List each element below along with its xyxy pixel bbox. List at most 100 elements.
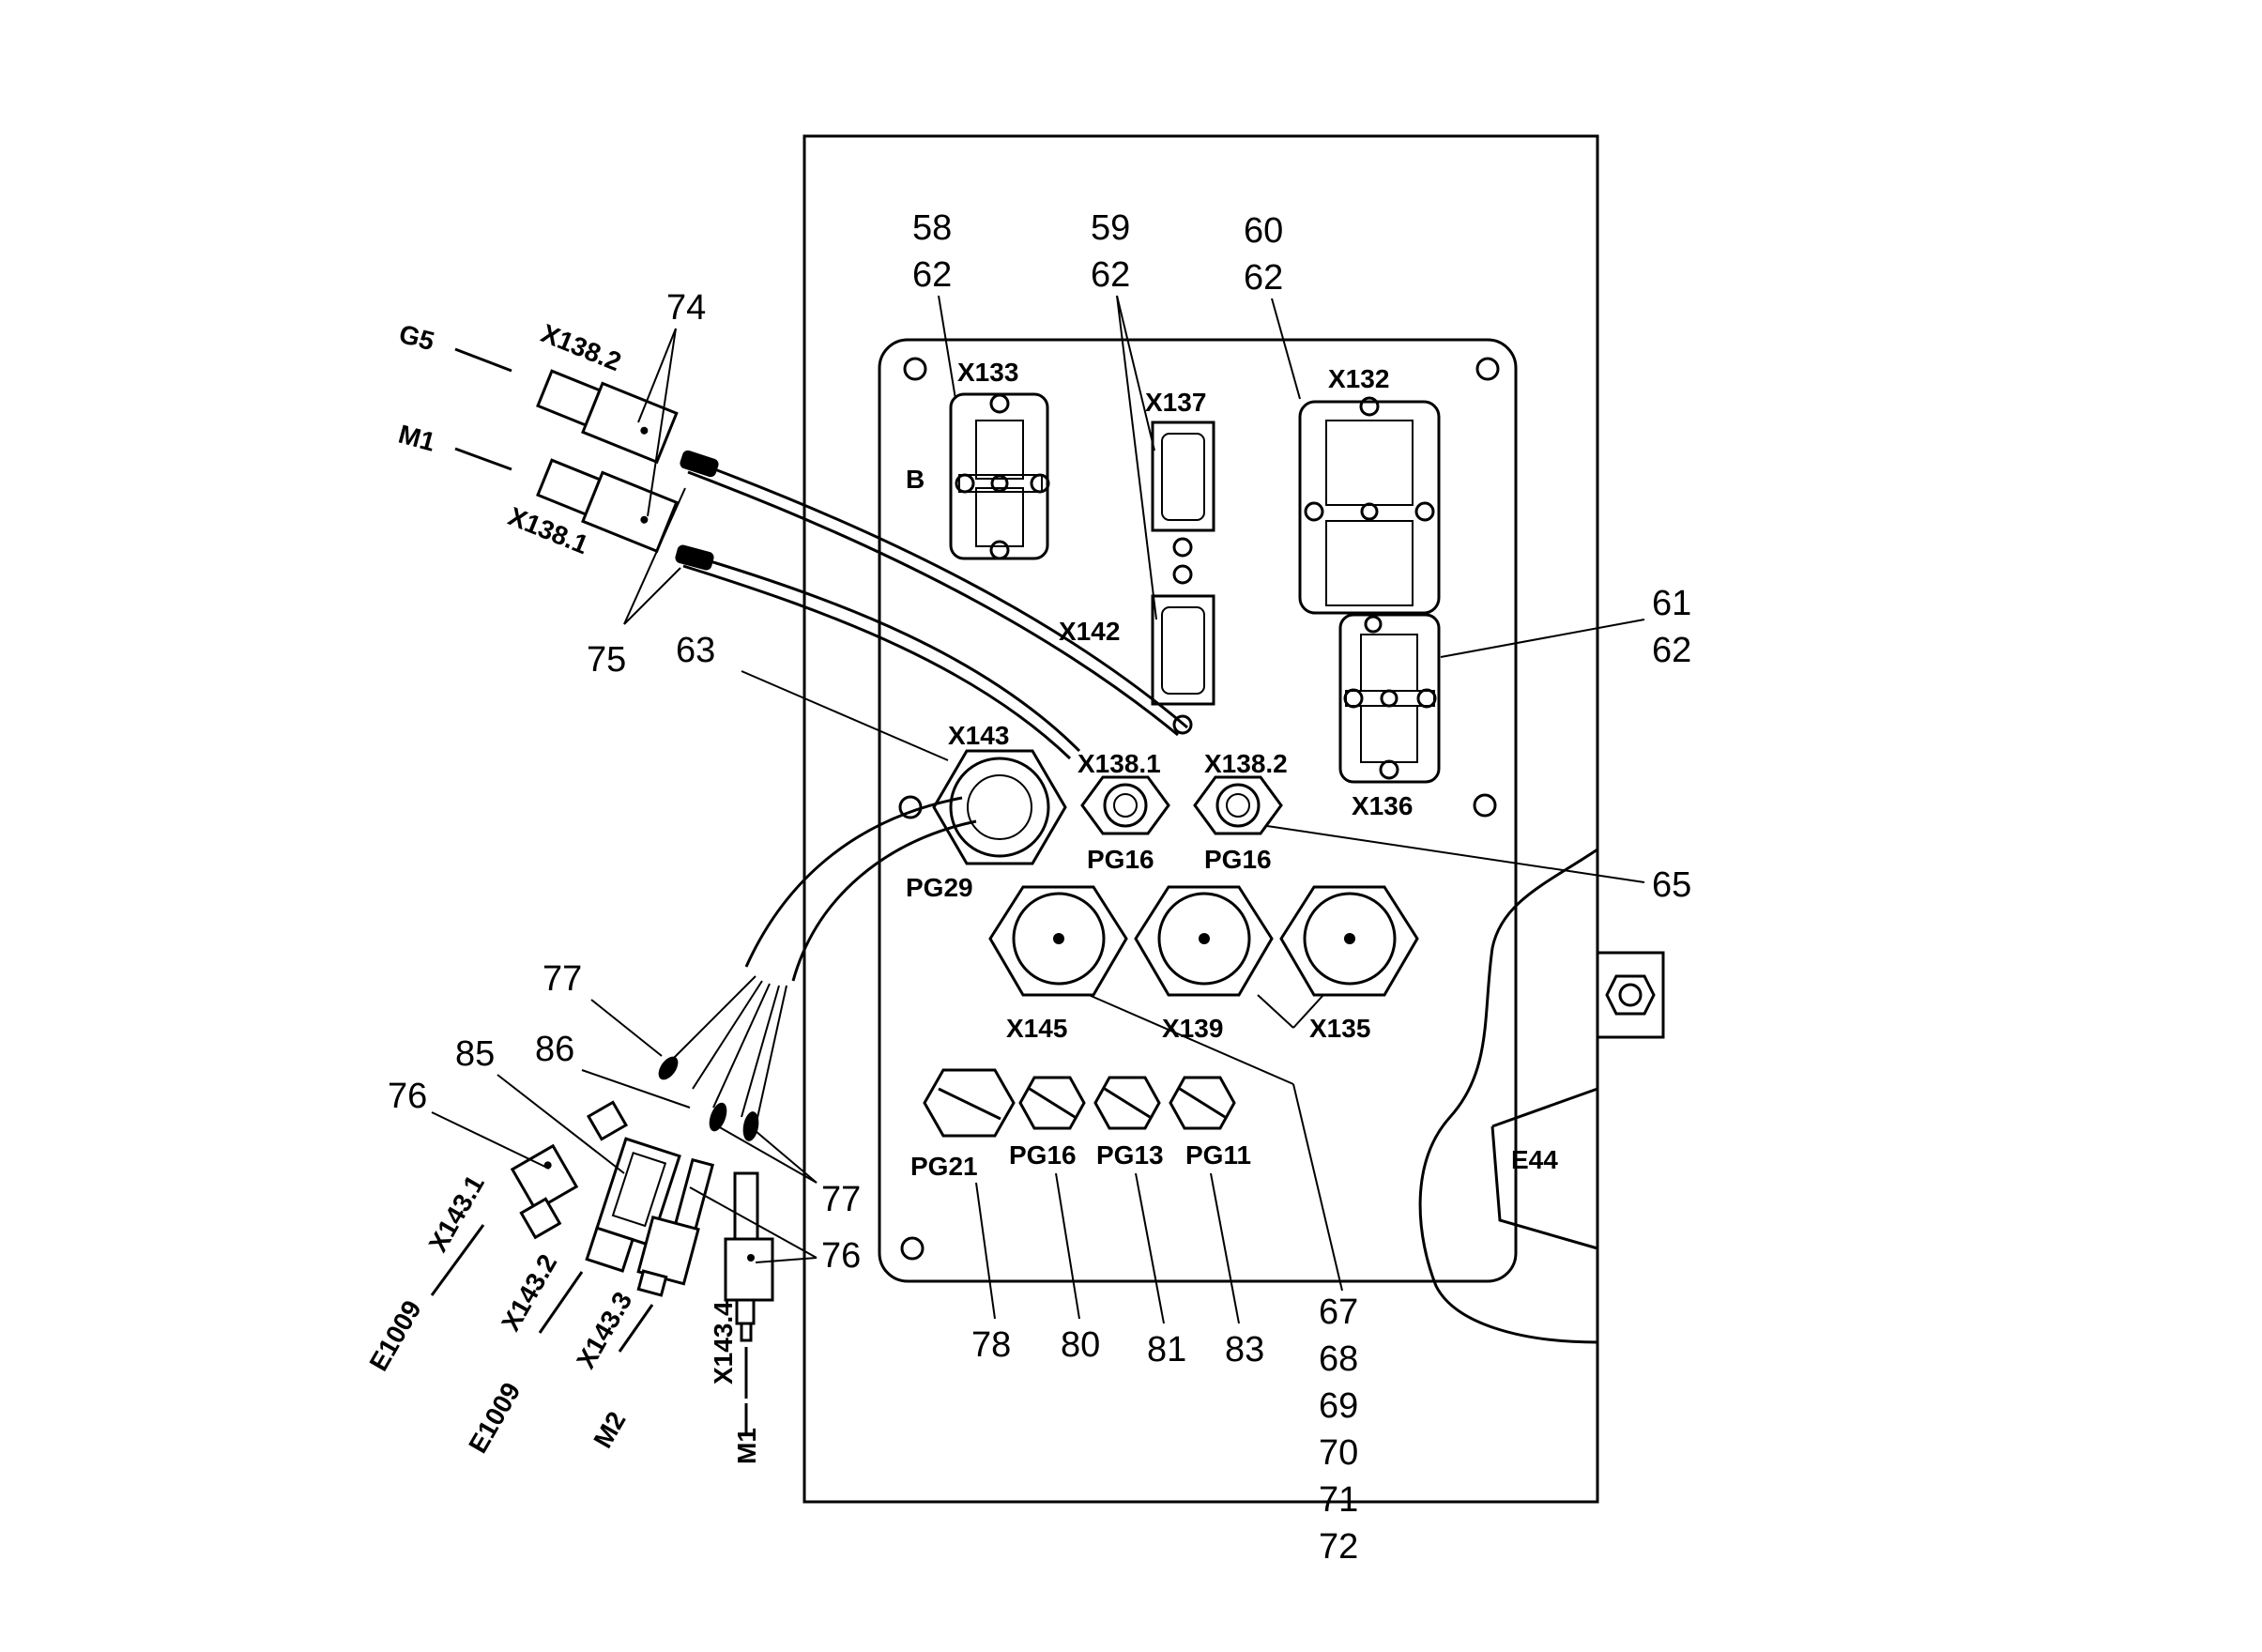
- ref-76-left: 76: [388, 1077, 427, 1116]
- leader-78: [975, 1182, 996, 1320]
- x136-screw-t: [1364, 615, 1383, 634]
- x133-screw-b: [989, 540, 1010, 560]
- x139-label: X139: [1162, 1014, 1223, 1043]
- ref-60: 60: [1244, 211, 1283, 251]
- leader-75-a: [623, 487, 686, 625]
- x143-label: X143: [948, 721, 1009, 750]
- x132-screw-c: [1360, 502, 1379, 521]
- x132-connector: [1298, 400, 1441, 615]
- x132-label: X132: [1328, 364, 1389, 393]
- pg16-x138-2-label: PG16: [1204, 845, 1272, 874]
- e44-cutaway: [1418, 848, 1598, 1344]
- harness-wire-5: [755, 985, 787, 1127]
- ref-83: 83: [1225, 1330, 1264, 1369]
- x143-2-label: X143.2: [496, 1249, 562, 1336]
- ref-74: 74: [666, 288, 706, 328]
- leader-74-a: [637, 328, 677, 423]
- harness-wire-3: [712, 983, 771, 1109]
- x132-screw-r: [1414, 501, 1435, 522]
- pg16-x138-1-label: PG16: [1087, 845, 1154, 874]
- leader-59-a: [1116, 295, 1155, 451]
- e44-bracket: [1490, 1087, 1598, 1250]
- x138-2-label: X138.2: [1204, 749, 1288, 778]
- ref-86: 86: [535, 1030, 574, 1069]
- x139-center: [1199, 933, 1210, 944]
- pg13-label: PG13: [1096, 1140, 1164, 1170]
- ref-68: 68: [1319, 1339, 1358, 1379]
- cable-74-outer-b: [687, 470, 1179, 737]
- leader-85: [497, 1074, 625, 1174]
- x135-label: X135: [1309, 1014, 1370, 1043]
- x136-screw-c: [1380, 689, 1398, 708]
- x142-inner: [1161, 606, 1205, 695]
- leader-67-x135: [1292, 994, 1324, 1029]
- pg29-inner: [967, 774, 1032, 840]
- mounting-plate: [878, 338, 1518, 1283]
- pg16-x138-2-gland: [1193, 775, 1283, 835]
- ref-59: 59: [1091, 208, 1130, 248]
- x138-1-pins: [1113, 793, 1138, 818]
- leader-75-b: [623, 567, 681, 625]
- x143-3-leader: [618, 1304, 654, 1353]
- x132-lower-block: [1325, 520, 1414, 606]
- pg16-plug-label: PG16: [1009, 1140, 1077, 1170]
- x138-2-pins: [1226, 793, 1250, 818]
- x135-center: [1344, 933, 1355, 944]
- x138-2-socket: [1215, 783, 1261, 828]
- x133-label: X133: [957, 358, 1018, 387]
- x139-socket: [1157, 892, 1251, 986]
- wire-end-2: [709, 1102, 727, 1132]
- leader-77-r-b: [755, 1130, 818, 1184]
- ref-67: 67: [1319, 1293, 1358, 1332]
- ref-62-a: 62: [912, 255, 952, 295]
- ref-70: 70: [1319, 1433, 1358, 1473]
- x136-upper-block: [1360, 634, 1418, 692]
- plug-x138-1: [536, 458, 679, 554]
- x139-housing: [1134, 885, 1274, 997]
- plate-screw-bl: [900, 1236, 925, 1261]
- x137-connector: [1151, 421, 1215, 532]
- x145-label: X145: [1006, 1014, 1067, 1043]
- x137-label: X137: [1145, 388, 1206, 417]
- x135-socket: [1303, 892, 1397, 986]
- pg16-x138-1-gland: [1080, 775, 1170, 835]
- x136-screw-l: [1343, 688, 1364, 709]
- ref-78: 78: [971, 1325, 1011, 1365]
- x137-inner: [1161, 433, 1205, 521]
- x145-center: [1053, 933, 1064, 944]
- leader-x145-hook: [1088, 994, 1294, 1085]
- cable-74-end: [680, 450, 719, 478]
- leader-63: [741, 670, 949, 761]
- ref-77-top: 77: [543, 959, 582, 999]
- leader-65: [1266, 825, 1645, 883]
- x138-1-label: X138.1: [1078, 749, 1161, 778]
- b-label: B: [906, 465, 925, 494]
- x145-housing: [988, 885, 1128, 997]
- x142-screw: [1172, 714, 1193, 735]
- pg29-ring: [949, 757, 1050, 858]
- ref-80: 80: [1061, 1325, 1100, 1365]
- side-nut-hole: [1618, 983, 1643, 1007]
- leader-60: [1271, 298, 1301, 400]
- g5-label: G5: [396, 319, 437, 357]
- x136-screw-b: [1379, 759, 1399, 780]
- wire-end-1: [658, 1056, 679, 1080]
- leader-76-r-b: [755, 1257, 818, 1263]
- cable-75-end: [675, 544, 714, 571]
- ref-69: 69: [1319, 1386, 1358, 1426]
- harness-wire-4: [741, 985, 780, 1118]
- plate-screw-mr: [1473, 793, 1497, 818]
- leader-58: [938, 295, 956, 400]
- x136-label: X136: [1352, 791, 1413, 820]
- m2-label: M2: [588, 1407, 631, 1453]
- leader-77-r-a: [717, 1125, 818, 1184]
- pg11-label: PG11: [1185, 1140, 1251, 1170]
- x143-4-label: X143.4: [709, 1301, 738, 1384]
- m1-top-leader: [454, 447, 512, 471]
- leader-81: [1135, 1172, 1165, 1324]
- ref-63: 63: [676, 631, 715, 670]
- leader-59-b: [1116, 295, 1157, 620]
- leader-77-top: [590, 999, 663, 1057]
- x143-3-label: X143.3: [571, 1287, 637, 1373]
